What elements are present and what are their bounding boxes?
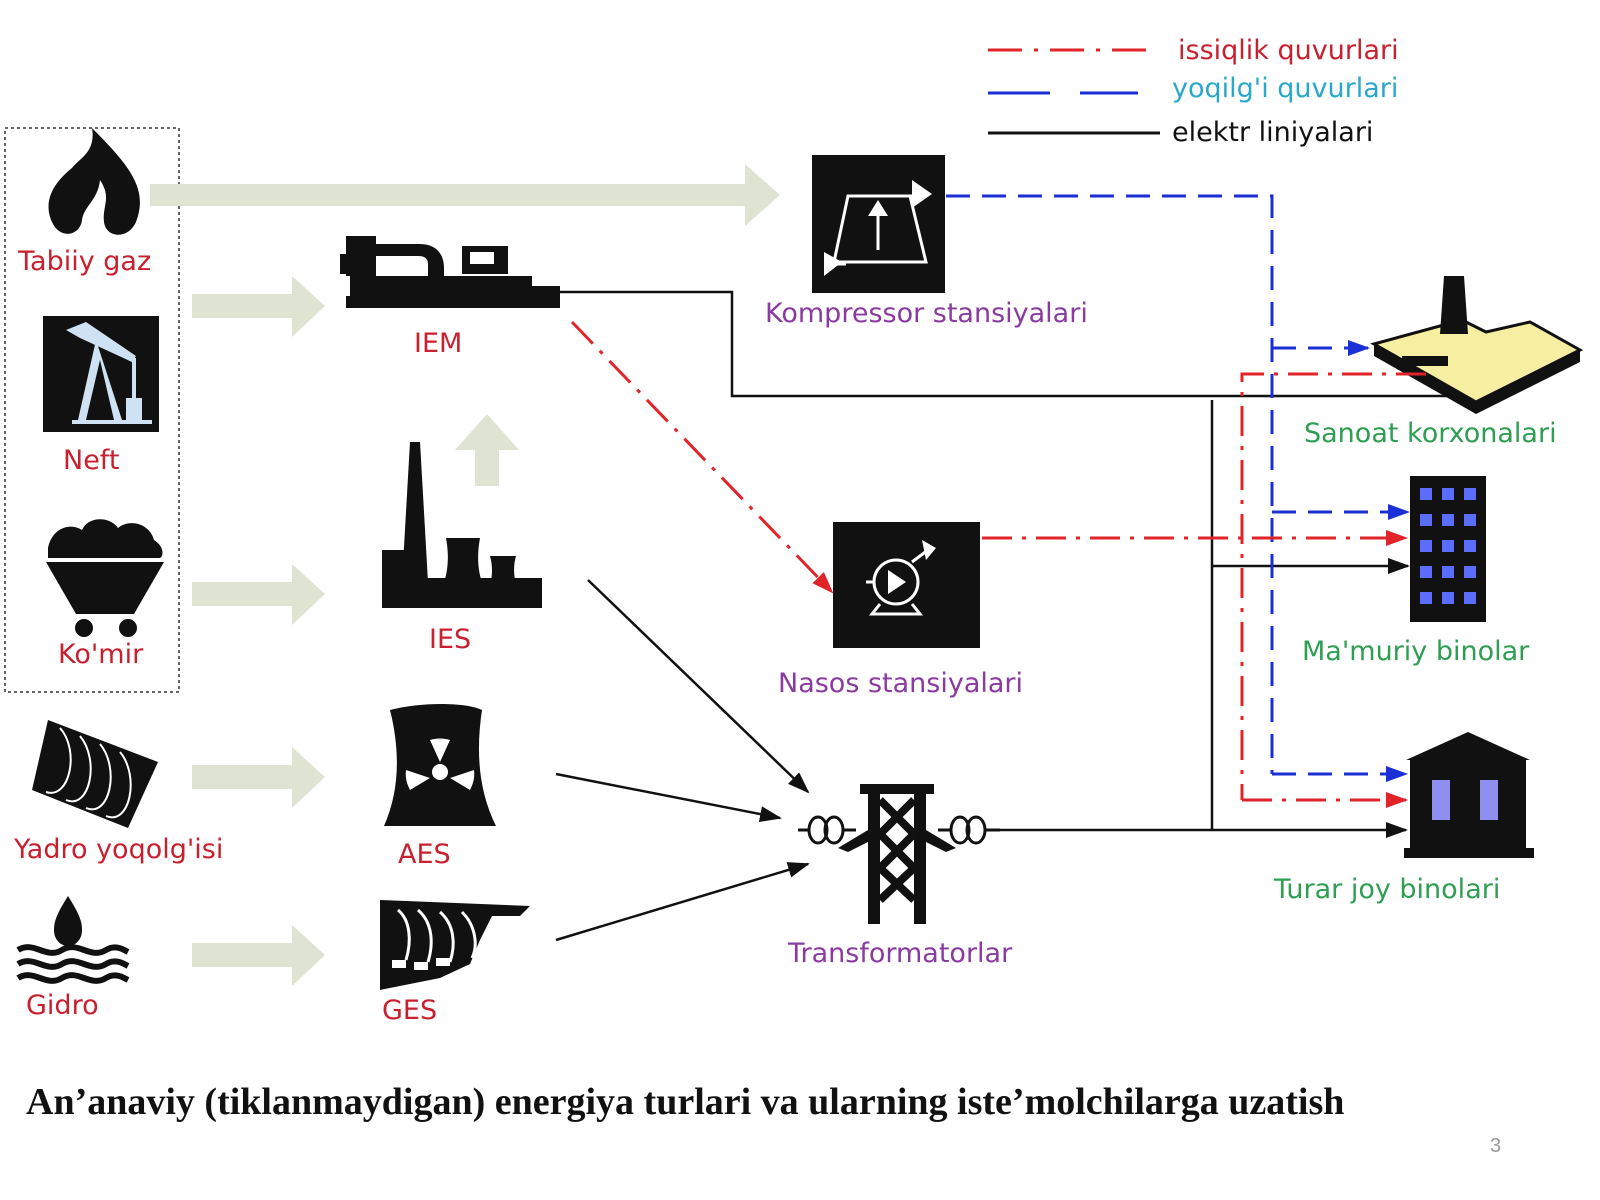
station-label-pump: Nasos stansiyalari [778,668,1023,699]
coal-to-ies-arrow [192,564,325,625]
legend-heat-label: issiqlik quvurlari [1178,35,1399,66]
nuclear-reactor-icon [384,704,496,826]
legend: issiqlik quvurlari yoqilg'i quvurlari el… [988,35,1399,148]
station-label-transformer: Transformatorlar [787,938,1013,969]
water-drop-icon [16,896,130,984]
industrial-plant-icon [1370,276,1584,414]
nuclear-to-aes-arrow [192,747,325,808]
source-label-coal: Ko'mir [58,639,144,670]
station-label-compressor: Kompressor stansiyalari [765,298,1088,329]
compressor-icon [812,155,945,293]
legend-electric-label: elektr liniyalari [1172,117,1373,148]
hydro-to-ges-arrow [192,925,325,986]
source-flow-arrows [150,164,780,986]
source-label-hydro: Gidro [26,990,99,1021]
electric-to-iem-line [549,287,1450,398]
cooling-tower-icon [436,538,524,600]
heat-vertical-line [1240,372,1426,800]
house-icon [1404,732,1534,858]
pump-icon [833,522,980,648]
fuel-pipelines [946,194,1410,782]
ies-heat-up-arrow [455,414,519,486]
diagram-caption: An’anaviy (tiklanmaydigan) energiya turl… [26,1081,1344,1123]
heat-pipelines [570,320,1426,808]
consumer-label-residential: Turar joy binolari [1273,874,1500,905]
electric-lines [549,287,1450,942]
dam-icon [380,900,530,990]
consumer-label-admin: Ma'muriy binolar [1302,636,1530,667]
electric-aes-to-transformer [555,772,782,822]
heat-iem-to-pump-line [570,320,834,594]
coal-cart-icon [46,519,164,637]
nuclear-fuel-icon [32,720,158,828]
gas-to-compressor-arrow [150,164,780,226]
engine-icon [340,236,560,308]
flame-icon [48,128,140,235]
legend-fuel-label: yoqilg'i quvurlari [1172,73,1398,104]
fuel-main-line [946,194,1274,774]
plant-label-ges: GES [382,995,437,1026]
plant-label-ies: IES [429,624,471,655]
source-label-gas: Tabiiy gaz [17,246,151,277]
electric-ies-to-transformer [587,579,810,794]
page-number: 3 [1490,1135,1501,1157]
plant-label-iem: IEM [414,328,462,359]
plant-label-aes: AES [398,839,451,870]
source-label-nuclear: Yadro yoqolg'isi [13,834,223,865]
oil-pump-icon [43,316,159,432]
oil-to-iem-arrow [192,276,325,337]
office-building-icon [1410,476,1486,622]
consumer-label-industry: Sanoat korxonalari [1304,418,1557,449]
transformer-tower-icon [798,784,1000,924]
electric-ges-to-transformer [555,862,810,942]
source-label-oil: Neft [63,445,119,476]
